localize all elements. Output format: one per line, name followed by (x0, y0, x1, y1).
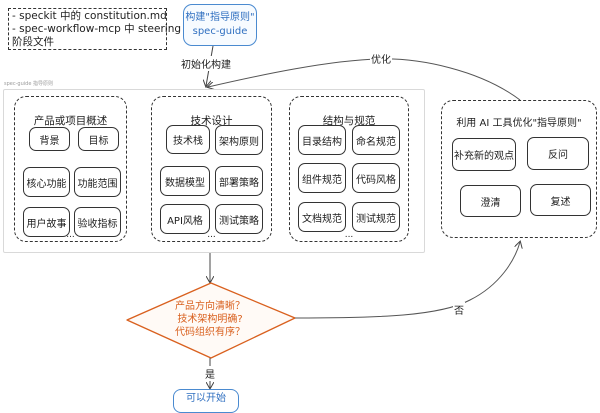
item-feature-scope[interactable]: 功能范围 (74, 167, 121, 197)
item-background[interactable]: 背景 (29, 127, 70, 151)
edge-init-label: 初始化构建 (180, 56, 232, 71)
item-code-style[interactable]: 代码风格 (352, 163, 400, 193)
item-add-new-perspectives[interactable]: 补充新的观点 (452, 138, 516, 171)
item-ask-back[interactable]: 反问 (527, 137, 589, 170)
more-ellipsis: ... (344, 230, 354, 240)
item-core-features[interactable]: 核心功能 (23, 167, 70, 197)
end-node[interactable]: 可以开始 (173, 389, 239, 413)
item-clarify[interactable]: 澄清 (460, 185, 521, 217)
decision-line: 代码组织有序？ (175, 327, 245, 338)
note-line: 阶段文件 (12, 36, 54, 48)
group-title: 利用 AI 工具优化"指导原则" (456, 118, 582, 129)
item-test-conventions[interactable]: 测试规范 (352, 202, 400, 232)
group-structure-conventions[interactable]: 结构与规范 目录结构 命名规范 组件规范 代码风格 文档规范 测试规范 ... (289, 96, 409, 242)
note-line: - spec-workflow-mcp 中 steering (12, 23, 182, 35)
spec-guide-frame[interactable] (3, 89, 425, 253)
item-naming-conventions[interactable]: 命名规范 (352, 125, 400, 155)
end-node-label: 可以开始 (186, 393, 226, 404)
decision-diamond (126, 282, 296, 359)
group-title: 技术设计 (190, 115, 233, 127)
source-note: - speckit 中的 constitution.md - spec-work… (8, 8, 182, 50)
item-api-style[interactable]: API风格 (160, 204, 210, 234)
item-doc-conventions[interactable]: 文档规范 (298, 202, 346, 232)
group-title: 结构与规范 (322, 115, 376, 127)
item-deployment-strategy[interactable]: 部署策略 (215, 166, 263, 196)
start-node-title: 构建"指导原则" (185, 12, 255, 23)
decision-line: 技术架构明确? (177, 314, 243, 325)
decision-node[interactable]: 产品方向清晰？ 技术架构明确? 代码组织有序？ (140, 300, 280, 339)
item-directory-structure[interactable]: 目录结构 (298, 125, 346, 155)
more-ellipsis: ... (66, 230, 75, 240)
item-testing-strategy[interactable]: 测试策略 (215, 204, 263, 234)
item-restate[interactable]: 复述 (530, 184, 591, 216)
item-tech-stack[interactable]: 技术栈 (166, 125, 210, 154)
item-component-conventions[interactable]: 组件规范 (298, 163, 346, 193)
item-user-stories[interactable]: 用户故事 (23, 207, 70, 237)
frame-label: spec-guide 指导原则 (4, 81, 53, 87)
edge-optimize-label: 优化 (370, 51, 392, 66)
start-node-subtitle: spec-guide (192, 26, 248, 37)
decision-line: 产品方向清晰？ (175, 301, 245, 312)
edge-no-label: 否 (453, 302, 465, 317)
group-ai-optimization[interactable]: 利用 AI 工具优化"指导原则" 补充新的观点 反问 澄清 复述 (441, 100, 597, 238)
item-data-model[interactable]: 数据模型 (160, 166, 210, 196)
edge-yes-label: 是 (204, 366, 216, 381)
more-ellipsis: ... (207, 230, 216, 240)
item-goals[interactable]: 目标 (78, 127, 119, 151)
group-technical-design[interactable]: 技术设计 技术栈 架构原则 数据模型 部署策略 API风格 测试策略 ... (151, 96, 272, 242)
item-acceptance-criteria[interactable]: 验收指标 (74, 207, 121, 237)
edge-no (294, 242, 520, 319)
group-product-overview[interactable]: 产品或项目概述 背景 目标 核心功能 功能范围 用户故事 验收指标 ... (14, 96, 127, 242)
group-title: 产品或项目概述 (33, 115, 108, 127)
start-node[interactable]: 构建"指导原则" spec-guide (183, 4, 257, 46)
item-architecture-principles[interactable]: 架构原则 (215, 125, 263, 155)
note-line: - speckit 中的 constitution.md (12, 10, 167, 22)
